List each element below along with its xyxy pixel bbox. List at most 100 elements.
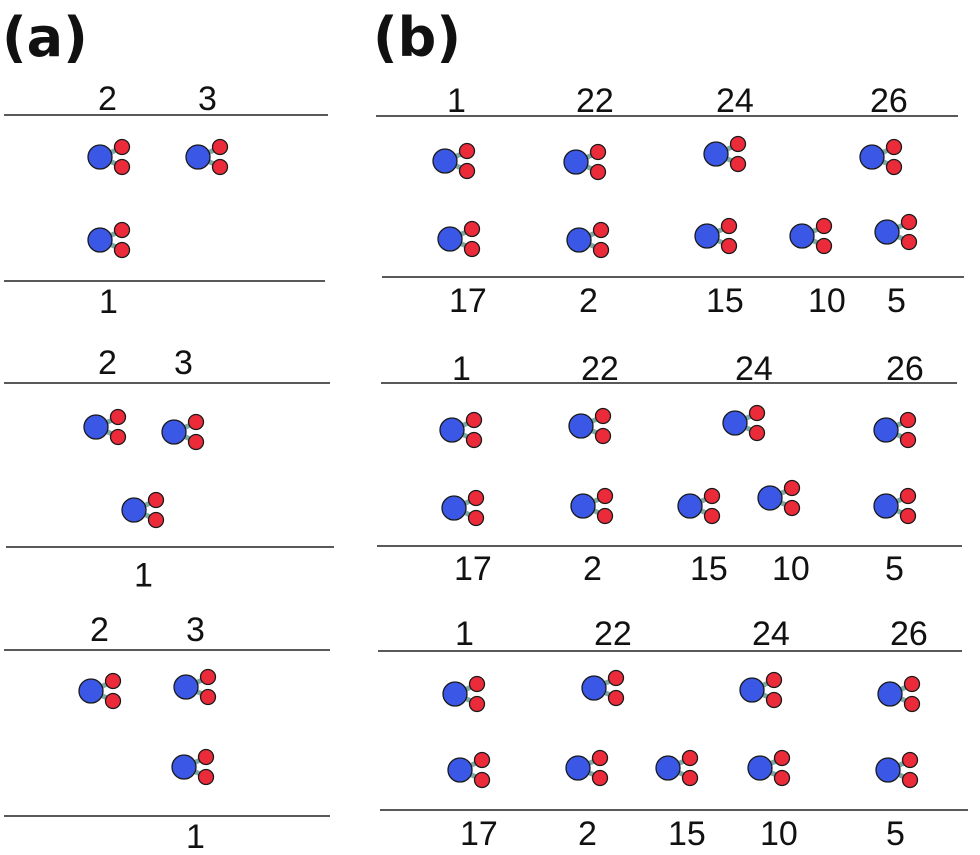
top-label: 2 — [90, 611, 109, 649]
center-atom — [447, 757, 473, 783]
bottom-label: 10 — [760, 815, 798, 853]
molecule — [161, 413, 205, 451]
molecule — [78, 672, 122, 710]
molecule — [563, 143, 607, 181]
outer-atom — [113, 221, 131, 239]
outer-atom — [729, 135, 747, 153]
center-atom — [121, 497, 147, 523]
outer-atom — [211, 138, 229, 156]
outer-atom — [473, 751, 491, 769]
molecule — [873, 411, 917, 449]
bottom-label: 5 — [886, 815, 905, 853]
molecule — [875, 751, 919, 789]
outer-atom — [903, 675, 921, 693]
top-label: 26 — [890, 615, 928, 653]
molecule — [173, 668, 217, 706]
molecule — [171, 748, 215, 786]
outer-atom — [113, 241, 131, 259]
panel-a-block-2: 2 3 1 — [4, 344, 334, 595]
molecule — [859, 138, 903, 176]
bottom-label: 15 — [706, 282, 744, 320]
molecule — [677, 487, 721, 525]
center-atom — [83, 414, 109, 440]
panel-b-block-1: 1 22 24 26 17 2 15 10 5 — [376, 82, 964, 320]
molecule — [873, 487, 917, 525]
center-atom — [677, 493, 703, 519]
outer-atom — [765, 671, 783, 689]
molecule — [565, 749, 609, 787]
outer-atom — [591, 769, 609, 787]
center-atom — [570, 493, 596, 519]
panel-b: 1 22 24 26 17 2 15 10 5 1 22 24 26 17 2 … — [376, 82, 968, 853]
top-label: 2 — [98, 80, 117, 118]
outer-atom — [187, 413, 205, 431]
molecule — [566, 221, 610, 259]
molecule — [739, 671, 783, 709]
center-atom — [581, 675, 607, 701]
outer-atom — [592, 221, 610, 239]
center-atom — [747, 755, 773, 781]
outer-atom — [104, 672, 122, 690]
top-label: 24 — [716, 82, 754, 120]
center-atom — [185, 144, 211, 170]
center-atom — [877, 681, 903, 707]
top-label: 1 — [455, 615, 474, 653]
top-label: 22 — [594, 615, 632, 653]
top-label: 1 — [452, 350, 471, 388]
panel-a: 2 3 1 2 3 1 2 3 1 — [4, 80, 334, 855]
outer-atom — [703, 487, 721, 505]
outer-atom — [748, 404, 766, 422]
molecule — [581, 669, 625, 707]
top-label: 1 — [447, 82, 466, 120]
outer-atom — [900, 213, 918, 231]
outer-atom — [594, 427, 612, 445]
center-atom — [441, 495, 467, 521]
center-atom — [568, 413, 594, 439]
outer-atom — [197, 768, 215, 786]
outer-atom — [901, 771, 919, 789]
bottom-label: 17 — [454, 550, 492, 588]
top-label: 26 — [886, 350, 924, 388]
outer-atom — [815, 217, 833, 235]
top-label: 26 — [870, 82, 908, 120]
outer-atom — [903, 695, 921, 713]
bottom-label: 10 — [808, 282, 846, 320]
outer-atom — [729, 155, 747, 173]
molecule — [568, 407, 612, 445]
bottom-label: 5 — [887, 282, 906, 320]
outer-atom — [197, 748, 215, 766]
outer-atom — [211, 158, 229, 176]
molecule — [655, 749, 699, 787]
outer-atom — [591, 749, 609, 767]
outer-atom — [899, 487, 917, 505]
molecule — [121, 491, 165, 529]
outer-atom — [467, 509, 485, 527]
panel-a-block-3: 2 3 1 — [4, 611, 330, 855]
top-label: 2 — [98, 344, 117, 382]
outer-atom — [773, 769, 791, 787]
outer-atom — [607, 669, 625, 687]
center-atom — [432, 148, 458, 174]
outer-atom — [885, 158, 903, 176]
center-atom — [859, 144, 885, 170]
panel-label-a: (a) — [2, 6, 88, 69]
molecule — [442, 675, 486, 713]
bottom-label: 2 — [578, 815, 597, 853]
outer-atom — [815, 237, 833, 255]
center-atom — [874, 219, 900, 245]
outer-atom — [147, 491, 165, 509]
outer-atom — [681, 749, 699, 767]
molecule — [87, 221, 131, 259]
top-label: 22 — [581, 350, 619, 388]
bottom-label: 1 — [186, 818, 205, 855]
center-atom — [566, 227, 592, 253]
outer-atom — [199, 668, 217, 686]
outer-atom — [783, 479, 801, 497]
outer-atom — [458, 142, 476, 160]
outer-atom — [109, 408, 127, 426]
center-atom — [439, 417, 465, 443]
molecule — [439, 411, 483, 449]
center-atom — [655, 755, 681, 781]
bottom-label: 2 — [579, 282, 598, 320]
molecule — [432, 142, 476, 180]
